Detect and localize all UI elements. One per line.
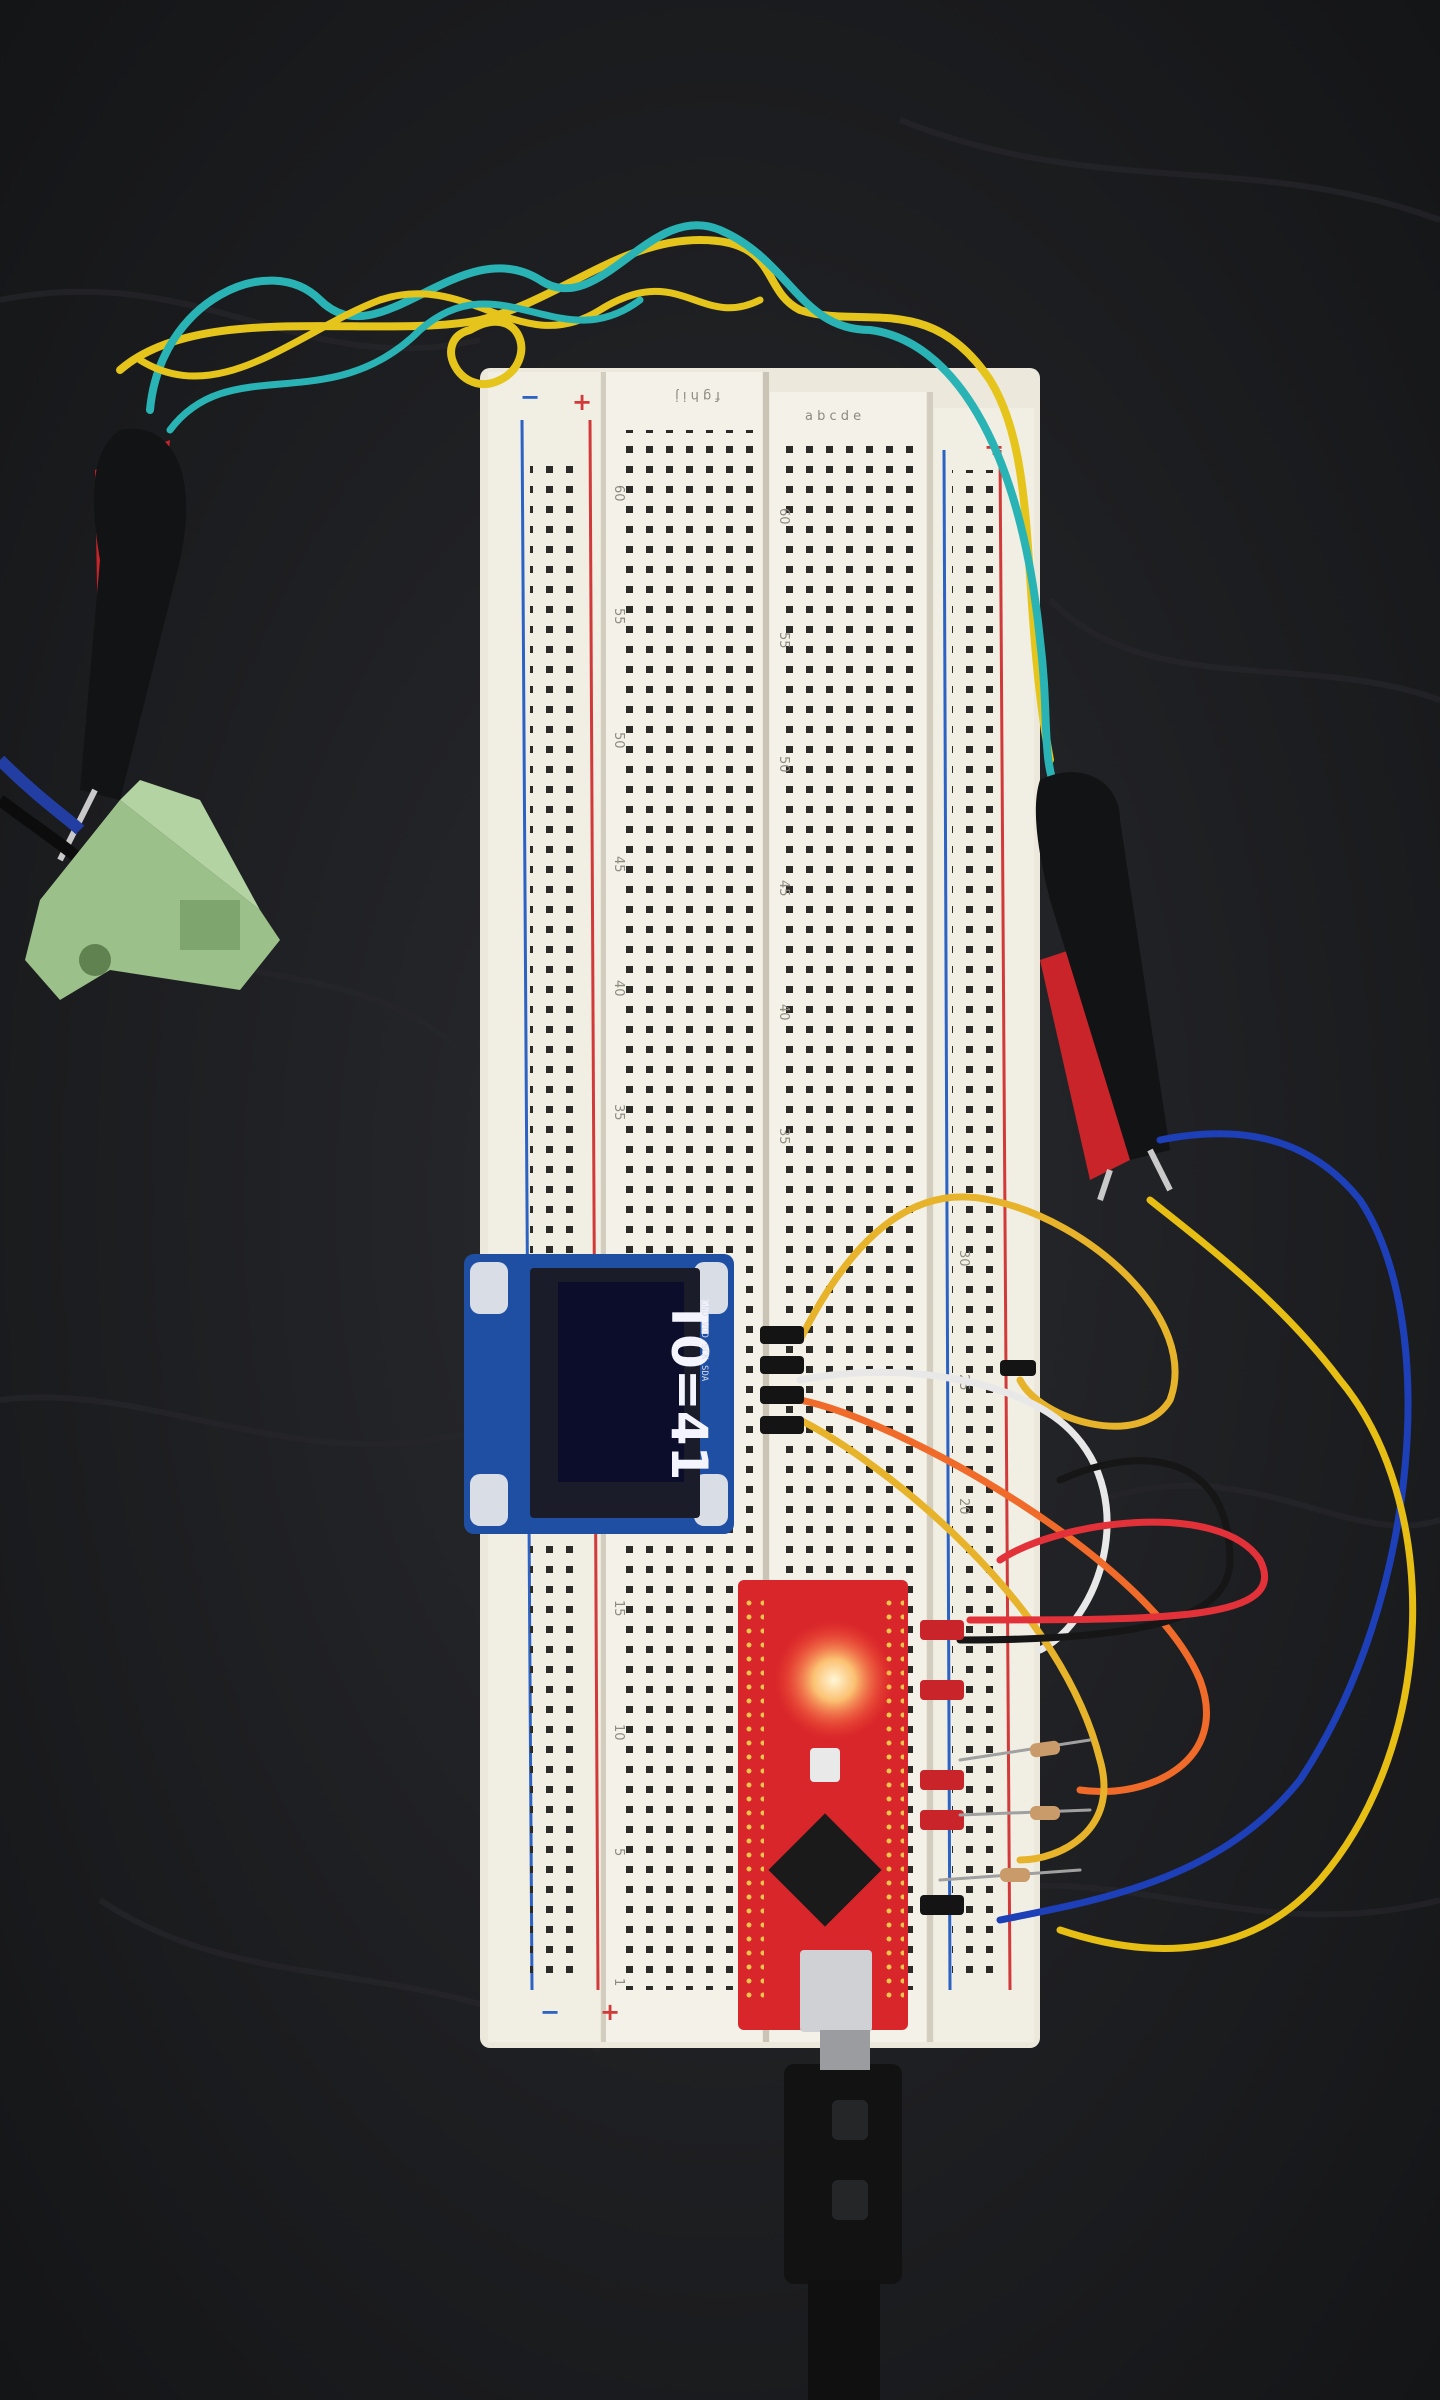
left-rail-red-line [588,419,600,1991]
oled-reading: T0=41 [660,1300,718,1480]
left-row-letters: f g h i j [675,388,720,403]
jumper-wires [796,1130,1417,1952]
resistors [938,1738,1092,1882]
left-gap [601,372,606,2042]
rail-minus-bottom-left: − [540,1998,560,2026]
oled-mount-hole-tr [694,1262,728,1314]
right-rail-holes [952,470,998,1980]
oled-pin-labels: GND VDD SCK SDA [699,1300,709,1382]
svg-text:40: 40 [611,980,626,997]
svg-text:5: 5 [611,1848,626,1856]
background-texture [0,117,1440,2053]
usb-cable-icon [784,2030,902,2400]
row-numbers-left: 60 55 50 45 40 35 15 10 5 1 [611,485,626,1986]
left-terminal-holes [614,430,754,1990]
svg-text:50: 50 [611,732,626,749]
svg-text:55: 55 [776,632,791,649]
oled-screen [558,1282,684,1482]
nano-usb-port [800,1950,872,2032]
oled-module: T0=41 GND VDD SCK SDA [464,1254,734,1534]
svg-text:35: 35 [611,1104,626,1121]
wire-plugs [760,1326,1036,1915]
nano-reset-button [810,1748,840,1782]
svg-text:10: 10 [611,1724,626,1741]
oled-mount-hole-bl [470,1474,508,1526]
right-alligator-clip-black [1035,772,1173,1192]
left-rail-holes-a [530,460,576,1980]
nano-pin-row-left [742,1594,764,2004]
svg-text:45: 45 [776,880,791,897]
twisted-wire-pair [116,221,1064,804]
svg-text:15: 15 [611,1600,626,1617]
svg-text:1: 1 [611,1978,626,1986]
svg-text:30: 30 [956,1250,971,1267]
svg-text:20: 20 [956,1498,971,1515]
svg-text:35: 35 [776,1128,791,1145]
center-channel [763,372,769,2042]
right-rail-blue-line [942,449,952,1991]
arduino-nano [738,1580,908,2032]
rail-plus-bottom-left: + [600,1998,620,2026]
right-row-letters: a b c d e [805,409,861,424]
oled-mount-hole-br [694,1474,728,1526]
svg-text:55: 55 [611,608,626,625]
svg-text:45: 45 [611,856,626,873]
led-glow-icon [774,1620,894,1740]
rail-minus-top-left: − [520,383,540,411]
svg-text:50: 50 [776,756,791,773]
rail-plus-top-left: + [572,388,592,416]
svg-text:40: 40 [776,1004,791,1021]
right-gap [927,392,933,2042]
oled-mount-hole-tl [470,1262,508,1314]
terminal-block [25,780,280,1000]
svg-text:60: 60 [611,485,626,502]
svg-text:60: 60 [776,508,791,525]
right-rail-red-line [998,449,1012,1991]
